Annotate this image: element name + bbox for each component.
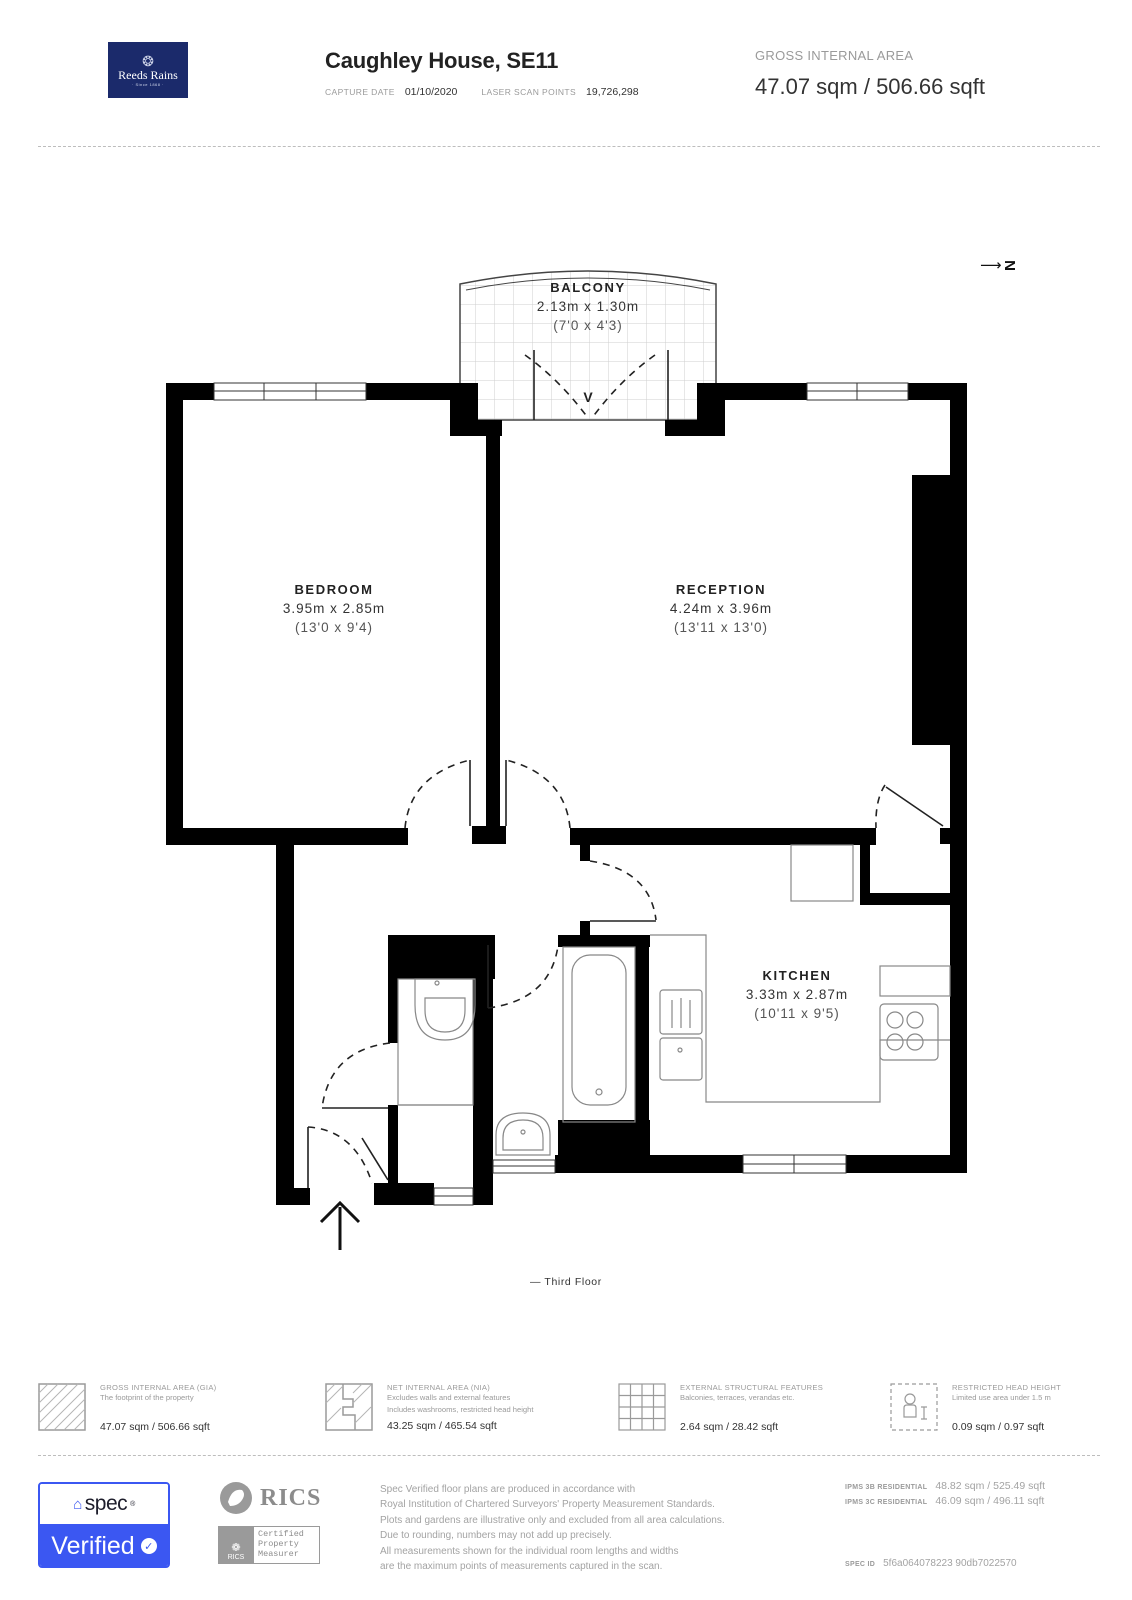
legend-value: 47.07 sqm / 506.66 sqft <box>100 1420 210 1433</box>
legend-title: RESTRICTED HEAD HEIGHT <box>952 1383 1062 1392</box>
door-leaves <box>307 350 944 1188</box>
door-swings <box>307 354 886 1184</box>
entrance-arrow-icon <box>319 1200 361 1250</box>
restricted-height-icon <box>890 1383 938 1431</box>
disclaimer-line: Plots and gardens are illustrative only … <box>380 1514 725 1526</box>
legend-title: EXTERNAL STRUCTURAL FEATURES <box>680 1383 824 1392</box>
rics-cert-line: Property <box>258 1539 299 1549</box>
rics-small: RICS <box>227 1554 245 1561</box>
capture-date-label: CAPTURE DATE <box>325 87 395 97</box>
legend-desc: Excludes walls and external features <box>387 1393 511 1402</box>
legend-desc: Balconies, terraces, verandas etc. <box>680 1393 795 1402</box>
room-metric: 3.95m x 2.85m <box>282 601 386 616</box>
disclaimer-line: Spec Verified floor plans are produced i… <box>380 1484 636 1495</box>
rics-cert-line: Measurer <box>258 1549 299 1559</box>
legend-desc: Includes washrooms, restricted head heig… <box>387 1404 534 1414</box>
legend-value: 0.09 sqm / 0.97 sqft <box>952 1420 1045 1433</box>
divider <box>38 1455 1100 1456</box>
disclaimer-line: Due to rounding, numbers may not add up … <box>380 1530 612 1542</box>
spec-id: SPEC ID 5f6a064078223 90db7022570 <box>845 1558 1017 1569</box>
room-balcony: BALCONY 2.13m x 1.30m (7'0 x 4'3) <box>537 280 639 333</box>
north-indicator: ⟶ N <box>980 256 1018 274</box>
rics-word: RICS <box>260 1484 322 1511</box>
ipms-label: IPMS 3C RESIDENTIAL <box>845 1499 928 1506</box>
ipms-label: IPMS 3B RESIDENTIAL <box>845 1484 928 1491</box>
brand-since: · Since 1868 · <box>132 81 164 87</box>
disclaimer-line: are the maximum points of measurements c… <box>380 1561 663 1573</box>
fixtures <box>397 844 951 1156</box>
spec-verified-label: Verified <box>51 1531 135 1560</box>
arrow-right-icon: ⟶ <box>980 257 1002 274</box>
legend-desc: Limited use area under 1.5 m <box>952 1393 1051 1402</box>
north-label: N <box>1000 259 1018 271</box>
svg-text:V: V <box>583 389 593 405</box>
spec-id-value: 5f6a064078223 90db7022570 <box>883 1558 1017 1569</box>
room-name: KITCHEN <box>762 968 832 983</box>
capture-date: 01/10/2020 <box>404 86 458 98</box>
gia-value: 47.07 sqm / 506.66 sqft <box>755 74 985 99</box>
room-reception: RECEPTION 4.24m x 3.96m (13'11 x 13'0) <box>670 582 772 635</box>
rics-logo: RICS ❁ RICS Certified Property Measurer <box>218 1480 338 1564</box>
balcony-area <box>459 270 717 421</box>
room-name: BALCONY <box>550 280 626 295</box>
spec-verified-badge: ⌂ spec® Verified ✓ <box>38 1482 170 1568</box>
legend-value: 43.25 sqm / 465.54 sqft <box>387 1420 497 1432</box>
lion-icon <box>220 1482 252 1514</box>
legend-title: NET INTERNAL AREA (NIA) <box>387 1383 491 1392</box>
property-title: Caughley House, SE11 <box>325 48 559 73</box>
room-imperial: (13'0 x 9'4) <box>295 620 373 635</box>
floor-label: — Third Floor <box>530 1276 602 1288</box>
laser-scan-label: LASER SCAN POINTS <box>481 87 577 97</box>
capture-meta: CAPTURE DATE 01/10/2020 LASER SCAN POINT… <box>325 86 653 98</box>
disclaimer-line: Royal Institution of Chartered Surveyors… <box>380 1499 715 1511</box>
rics-certified-badge: ❁ RICS Certified Property Measurer <box>218 1526 338 1564</box>
room-name: RECEPTION <box>675 582 767 597</box>
ipms-value: 46.09 sqm / 496.11 sqft <box>935 1495 1045 1507</box>
legend-external: EXTERNAL STRUCTURAL FEATURES Balconies, … <box>618 1383 823 1433</box>
laser-scan-points: 19,726,298 <box>586 86 639 98</box>
spec-house-icon: ⌂ <box>73 1495 82 1513</box>
lion-icon: ❁ <box>231 1542 241 1554</box>
legend-value: 2.64 sqm / 28.42 sqft <box>680 1420 779 1433</box>
room-bedroom: BEDROOM 3.95m x 2.85m (13'0 x 9'4) <box>283 582 385 635</box>
spec-brand: spec <box>84 1492 128 1515</box>
rics-cert-line: Certified <box>258 1529 304 1539</box>
ipms-row: IPMS 3B RESIDENTIAL 48.82 sqm / 525.49 s… <box>845 1480 1045 1492</box>
grid-icon <box>618 1383 666 1431</box>
windows <box>213 382 909 1206</box>
spec-id-label: SPEC ID <box>845 1561 876 1568</box>
room-imperial: (13'11 x 13'0) <box>674 620 768 635</box>
room-name: BEDROOM <box>294 582 374 597</box>
divider <box>38 146 1100 147</box>
legend-desc: The footprint of the property <box>100 1393 194 1402</box>
ipms-measurements: IPMS 3B RESIDENTIAL 48.82 sqm / 525.49 s… <box>845 1480 1045 1510</box>
legend-gia: GROSS INTERNAL AREA (GIA) The footprint … <box>38 1383 217 1433</box>
room-imperial: (10'11 x 9'5) <box>754 1006 840 1021</box>
gia-label: GROSS INTERNAL AREA <box>755 48 914 63</box>
ipms-value: 48.82 sqm / 525.49 sqft <box>935 1480 1046 1492</box>
net-area-icon <box>325 1383 373 1431</box>
reeds-rains-logo: ❂ Reeds Rains · Since 1868 · <box>108 42 188 98</box>
disclaimer-line: All measurements shown for the individua… <box>380 1545 679 1557</box>
ipms-row: IPMS 3C RESIDENTIAL 46.09 sqm / 496.11 s… <box>845 1495 1045 1507</box>
legend-title: GROSS INTERNAL AREA (GIA) <box>100 1383 217 1392</box>
brand-name: Reeds Rains <box>118 67 178 82</box>
room-imperial: (7'0 x 4'3) <box>553 318 623 333</box>
room-metric: 3.33m x 2.87m <box>745 987 849 1002</box>
keys-icon: ❂ <box>142 52 154 69</box>
walls <box>166 383 967 1205</box>
hatched-square-icon <box>38 1383 86 1431</box>
legend-nia: NET INTERNAL AREA (NIA) Excludes walls a… <box>325 1383 533 1432</box>
check-icon: ✓ <box>140 1538 157 1554</box>
room-kitchen: KITCHEN 3.33m x 2.87m (10'11 x 9'5) <box>746 968 848 1021</box>
room-metric: 4.24m x 3.96m <box>669 601 773 616</box>
legend-restricted: RESTRICTED HEAD HEIGHT Limited use area … <box>890 1383 1061 1433</box>
disclaimer: Spec Verified floor plans are produced i… <box>380 1482 810 1574</box>
room-metric: 2.13m x 1.30m <box>536 299 640 314</box>
